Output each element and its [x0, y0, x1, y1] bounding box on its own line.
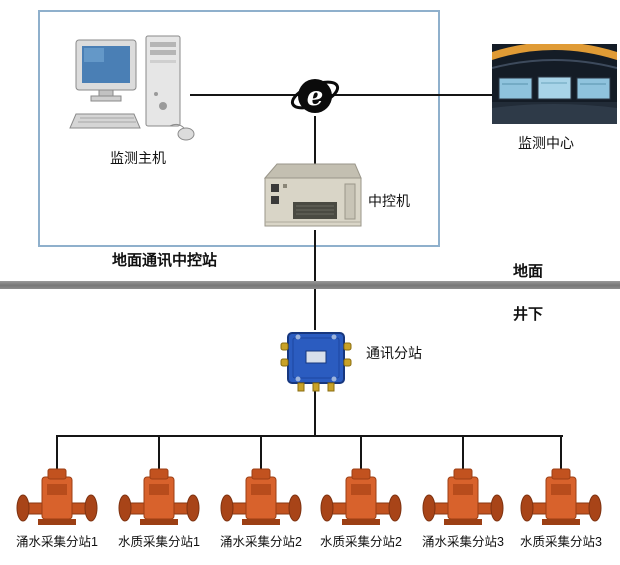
- substation-label-4: 水质采集分站2: [320, 535, 402, 549]
- central-control-label: 中控机: [368, 193, 410, 209]
- underground-label: 井下: [513, 306, 544, 323]
- drop-line-6: [560, 435, 562, 469]
- surface-label: 地面: [513, 263, 544, 280]
- central-control-image: [263, 160, 363, 234]
- desktop-computer-icon: [69, 35, 195, 141]
- junction-box-icon: [280, 332, 352, 392]
- flow-meter-icon: [16, 468, 98, 525]
- internet-e-icon: e: [290, 69, 340, 121]
- substation-device-3: [218, 467, 304, 529]
- substation-label-1: 涌水采集分站1: [16, 535, 98, 549]
- drop-line-2: [158, 435, 160, 469]
- drop-line-4: [360, 435, 362, 469]
- control-room-photo: [492, 44, 617, 124]
- monitor-host-label: 监测主机: [110, 150, 166, 166]
- comm-substation-image: [278, 327, 354, 393]
- monitor-center-label: 监测中心: [518, 135, 574, 151]
- substation-device-2: [116, 467, 202, 529]
- ground-station-box: [38, 10, 440, 247]
- connection-line-host-to-center: [190, 94, 492, 96]
- drop-line-3: [260, 435, 262, 469]
- monitor-host-image: [66, 34, 198, 146]
- monitor-center-image: [492, 44, 617, 124]
- substation-device-4: [318, 467, 404, 529]
- surface-divider: [0, 281, 620, 289]
- svg-text:e: e: [307, 82, 324, 112]
- connection-line-substation-to-bus: [314, 390, 316, 437]
- connection-line-control-to-substation: [314, 230, 316, 330]
- substation-label-3: 涌水采集分站2: [220, 535, 302, 549]
- substation-label-6: 水质采集分站3: [520, 535, 602, 549]
- connection-line-internet-to-control: [314, 116, 316, 164]
- substation-device-5: [420, 467, 506, 529]
- substation-label-5: 涌水采集分站3: [422, 535, 504, 549]
- comm-substation-label: 通讯分站: [366, 345, 422, 361]
- bus-line: [56, 435, 563, 437]
- substation-label-2: 水质采集分站1: [118, 535, 200, 549]
- substation-device-6: [518, 467, 604, 529]
- drop-line-1: [56, 435, 58, 469]
- ground-station-label: 地面通讯中控站: [112, 252, 218, 269]
- drop-line-5: [462, 435, 464, 469]
- rack-server-icon: [263, 163, 362, 227]
- substation-device-1: [14, 467, 100, 529]
